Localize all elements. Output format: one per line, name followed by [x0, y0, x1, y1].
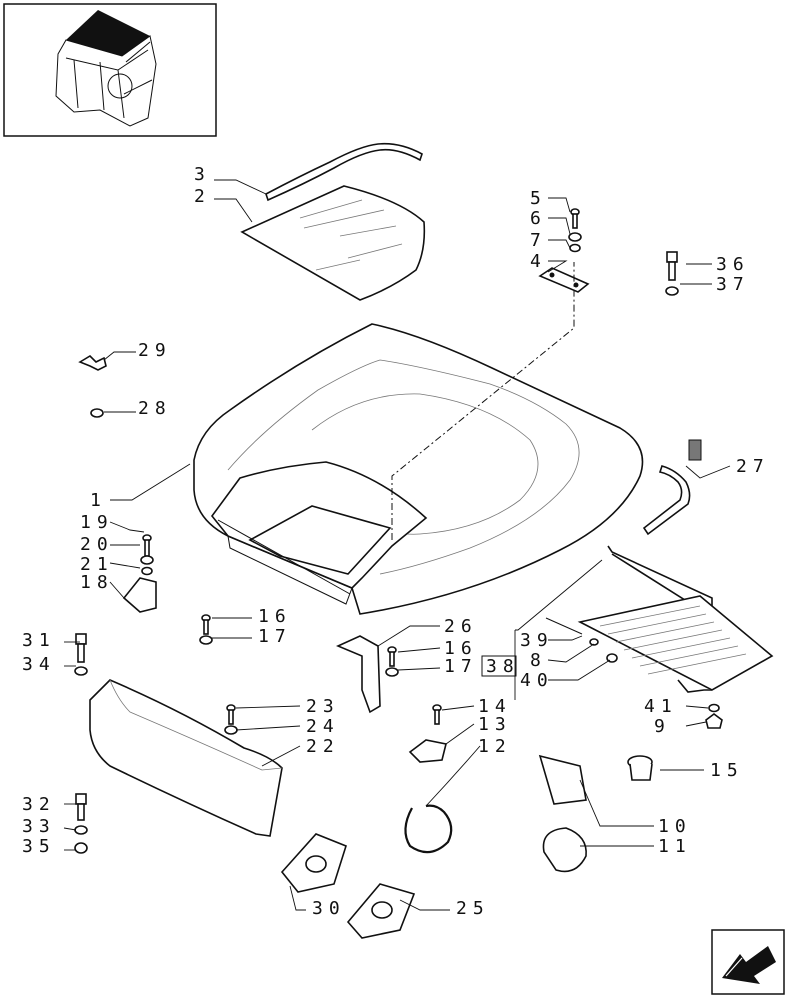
part-11-seal: [542, 827, 587, 873]
label-32: 32: [22, 794, 56, 815]
label-38-box: [481, 655, 517, 677]
part-labels: 3 2 5 6 7 4 36 37 29 28 27 1 19 20 21 18…: [22, 164, 770, 919]
part-37-nut: [665, 286, 679, 296]
label-2: 2: [194, 186, 211, 207]
label-23: 23: [306, 696, 340, 717]
label-15: 15: [710, 760, 744, 781]
part-13-bracket: [408, 739, 447, 763]
part-10-gasket: [538, 754, 587, 805]
label-20: 20: [80, 534, 114, 555]
part-26-bracket: [335, 635, 381, 714]
part-27-trim-strip: [642, 439, 702, 536]
label-4: 4: [530, 251, 547, 272]
part-31-bolt: [75, 633, 87, 663]
part-7-washer: [569, 243, 581, 253]
part-25-flange: [346, 883, 416, 939]
label-31: 31: [22, 630, 56, 651]
part-38-step-assembly: [577, 545, 774, 693]
part-32-bolt: [75, 793, 87, 821]
part-34-nut: [74, 666, 88, 676]
label-14: 14: [478, 696, 512, 717]
part-17-washer-mid: [385, 667, 399, 677]
label-1: 1: [90, 490, 107, 511]
part-5-bolt: [570, 208, 580, 229]
label-34: 34: [22, 654, 56, 675]
label-25: 25: [456, 898, 490, 919]
part-41-washer: [708, 703, 720, 713]
label-5: 5: [530, 188, 547, 209]
label-11: 11: [658, 836, 692, 857]
part-8-washer: [589, 638, 599, 646]
label-17b: 17: [444, 656, 478, 677]
part-21-washer: [141, 566, 153, 576]
label-7: 7: [530, 230, 547, 251]
part-17-washer: [199, 635, 213, 645]
label-13: 13: [478, 714, 512, 735]
label-9b: 9: [654, 716, 671, 737]
label-27: 27: [736, 456, 770, 477]
label-18: 18: [80, 572, 114, 593]
part-28-washer: [90, 408, 104, 418]
part-20-washer: [140, 555, 154, 565]
leader-lines: [63, 179, 731, 911]
label-22: 22: [306, 736, 340, 757]
cab-thumbnail: [3, 3, 217, 137]
label-12: 12: [478, 736, 512, 757]
label-19: 19: [80, 512, 114, 533]
part-22-front-cover: [89, 679, 283, 837]
part-35-washer: [74, 842, 88, 854]
label-39: 39: [520, 630, 554, 651]
part-36-bolt: [666, 251, 678, 281]
label-29: 29: [138, 340, 172, 361]
label-33: 33: [22, 816, 56, 837]
part-33-washer: [74, 825, 88, 835]
label-16a: 16: [258, 606, 292, 627]
part-39-pin: [545, 617, 583, 635]
label-24: 24: [306, 716, 340, 737]
label-30: 30: [312, 898, 346, 919]
part-19-bolt: [142, 534, 152, 557]
label-38: 38: [486, 656, 520, 677]
part-16-bolt-mid: [387, 646, 397, 667]
label-26: 26: [444, 616, 478, 637]
part-2-glass-panel: [240, 185, 426, 301]
label-35: 35: [22, 836, 56, 857]
part-30-flange: [280, 833, 347, 893]
part-3-seal-strip: [265, 142, 423, 202]
part-12-clamp: [404, 804, 453, 854]
label-8: 8: [530, 650, 547, 671]
part-15-plug: [627, 755, 653, 781]
label-28: 28: [138, 398, 172, 419]
label-37: 37: [716, 274, 750, 295]
label-36: 36: [716, 254, 750, 275]
label-10: 10: [658, 816, 692, 837]
label-16b: 16: [444, 638, 478, 659]
label-17a: 17: [258, 626, 292, 647]
label-21: 21: [80, 554, 114, 575]
part-9-nut: [705, 713, 723, 729]
part-24-washer: [224, 725, 238, 735]
label-6: 6: [530, 208, 547, 229]
part-23-bolt: [226, 704, 236, 725]
next-page-arrow-icon[interactable]: [711, 929, 785, 995]
part-4-bracket: [538, 267, 590, 293]
part-1-roof-shell: [193, 262, 644, 615]
part-16-bolt: [201, 614, 211, 635]
label-41: 41: [644, 696, 678, 717]
part-14-bolt: [432, 704, 442, 725]
part-6-washer: [568, 232, 582, 242]
part-18-bracket: [122, 577, 157, 613]
label-40: 40: [520, 670, 554, 691]
label-3: 3: [194, 164, 211, 185]
part-29-clip: [78, 354, 107, 371]
